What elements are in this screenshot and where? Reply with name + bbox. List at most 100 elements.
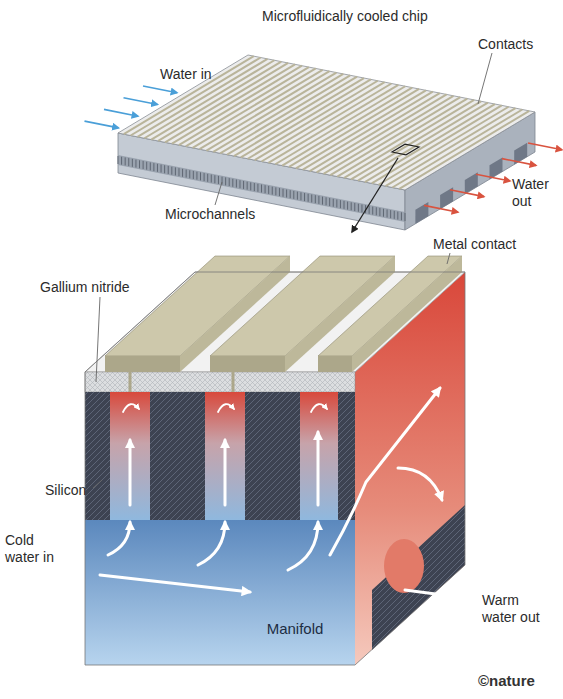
microchannel-tick bbox=[272, 187, 273, 195]
microchannel-tick bbox=[178, 168, 179, 176]
microchannel-tick bbox=[308, 194, 309, 202]
contact-stripe bbox=[372, 105, 502, 183]
microchannel-tick bbox=[405, 213, 406, 221]
microchannel-tick bbox=[257, 184, 258, 192]
microchannel-tick bbox=[239, 180, 240, 188]
contact-stripe bbox=[379, 107, 509, 185]
microchannel-tick bbox=[189, 170, 190, 178]
zoom-arrow bbox=[352, 158, 398, 232]
microchannel-tick bbox=[372, 207, 373, 215]
manifold bbox=[85, 520, 355, 665]
water-in-arrow bbox=[143, 86, 177, 93]
outlet-notch bbox=[490, 158, 503, 180]
microchannel-tick bbox=[322, 197, 323, 205]
via bbox=[232, 372, 235, 392]
microchannel-tick bbox=[146, 162, 147, 170]
via bbox=[129, 372, 132, 392]
microchannel-tick bbox=[118, 156, 119, 164]
microchannel-tick bbox=[150, 162, 151, 170]
microchannel-tick bbox=[135, 160, 136, 168]
microchannel-tick bbox=[229, 178, 230, 186]
watermark: ©nature bbox=[478, 672, 563, 689]
microchannel-tick bbox=[232, 179, 233, 187]
microchannel-tick bbox=[211, 175, 212, 183]
microchannel-tick bbox=[390, 210, 391, 218]
chip-top bbox=[118, 55, 535, 190]
microchannel-tick bbox=[286, 189, 287, 197]
outlet-opening bbox=[384, 539, 424, 593]
metal-contact bbox=[318, 356, 352, 372]
microchannel bbox=[300, 392, 338, 520]
microchannel-tick bbox=[279, 188, 280, 196]
water-out-arrow bbox=[424, 205, 458, 212]
microchannel-tick bbox=[236, 180, 237, 188]
microchannel-tick bbox=[182, 169, 183, 177]
microchannel-tick bbox=[304, 193, 305, 201]
chip-overview bbox=[85, 55, 563, 232]
microchannel-tick bbox=[351, 202, 352, 210]
microchannel-tick bbox=[171, 167, 172, 175]
microchannel-tick bbox=[218, 176, 219, 184]
microchannel-tick bbox=[247, 182, 248, 190]
cross-section bbox=[85, 256, 466, 665]
microchannel-tick bbox=[290, 190, 291, 198]
microchannel-tick bbox=[283, 189, 284, 197]
microchannel-tick bbox=[164, 165, 165, 173]
flow-label: Water out bbox=[512, 176, 562, 210]
microchannel-tick bbox=[358, 204, 359, 212]
part-label: Manifold bbox=[245, 620, 345, 637]
microchannel-tick bbox=[336, 199, 337, 207]
microchannel-tick bbox=[196, 172, 197, 180]
part-label: Microchannels bbox=[165, 206, 285, 223]
block-outline bbox=[85, 272, 465, 665]
microchannel-tick bbox=[153, 163, 154, 171]
microchannel-tick bbox=[186, 170, 187, 178]
microchannel-tick bbox=[394, 211, 395, 219]
microchannel-tick bbox=[315, 195, 316, 203]
microchannel-tick bbox=[311, 194, 312, 202]
microchannel-tick bbox=[143, 161, 144, 169]
microchannel bbox=[110, 392, 150, 520]
microchannel-tick bbox=[401, 212, 402, 220]
microchannel-tick bbox=[250, 182, 251, 190]
microchannel-tick bbox=[254, 183, 255, 191]
microchannel-tick bbox=[261, 185, 262, 193]
leader-lines bbox=[93, 53, 492, 488]
microchannel-tick bbox=[347, 202, 348, 210]
water-in-arrow bbox=[85, 121, 119, 128]
contact-stripe bbox=[399, 111, 529, 189]
microchannel-tick bbox=[161, 165, 162, 173]
microchannel-tick bbox=[243, 181, 244, 189]
water-out-arrow bbox=[450, 190, 484, 197]
microchannel-tick bbox=[275, 187, 276, 195]
microchannel-tick bbox=[318, 196, 319, 204]
microchannel-tick bbox=[397, 212, 398, 220]
metal-contact bbox=[210, 356, 285, 372]
microchannel-tick bbox=[376, 207, 377, 215]
water-out-arrow bbox=[502, 159, 536, 166]
microchannel-tick bbox=[265, 185, 266, 193]
zoom-box bbox=[392, 144, 419, 155]
microchannel-tick bbox=[369, 206, 370, 214]
metal-contact bbox=[105, 356, 180, 372]
microchannel-tick bbox=[329, 198, 330, 206]
microchannel-tick bbox=[300, 192, 301, 200]
outlet-notch bbox=[465, 172, 478, 194]
microchannel-tick bbox=[132, 159, 133, 167]
microchannel-tick bbox=[344, 201, 345, 209]
part-label: Gallium nitride bbox=[40, 279, 160, 296]
microchannel-tick bbox=[361, 204, 362, 212]
part-label: Silicon bbox=[45, 482, 105, 499]
contact-stripe bbox=[385, 108, 515, 186]
flow-label: Cold water in bbox=[5, 532, 65, 566]
metal-contact bbox=[318, 256, 462, 356]
microchannel-tick bbox=[200, 172, 201, 180]
water-out-arrow bbox=[528, 143, 562, 150]
microchannel bbox=[205, 392, 245, 520]
microchannel-tick bbox=[387, 209, 388, 217]
microchannel-tick bbox=[128, 158, 129, 166]
microchannel-tick bbox=[125, 157, 126, 165]
microchannel-tick bbox=[139, 160, 140, 168]
